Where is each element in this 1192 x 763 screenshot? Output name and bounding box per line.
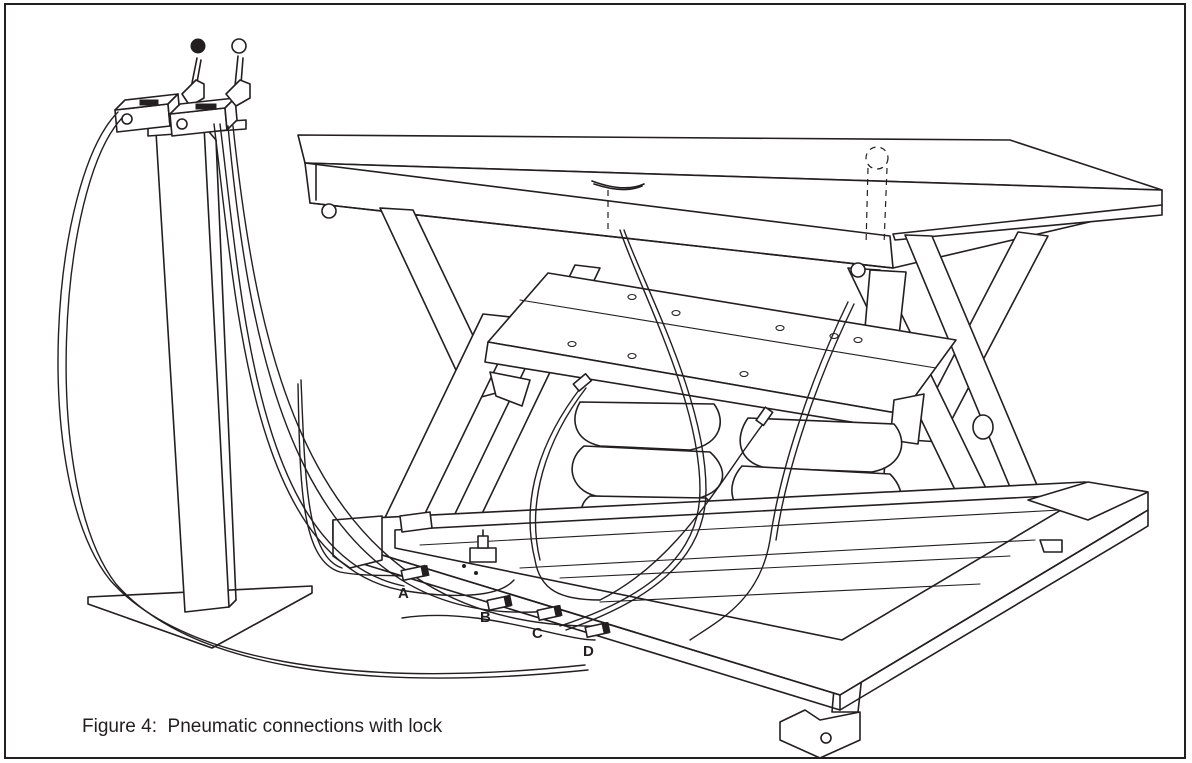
lift-table-platform xyxy=(297,134,1163,269)
connector-c-icon xyxy=(536,604,563,621)
label-c: C xyxy=(532,625,543,642)
pneumatic-hoses xyxy=(57,111,855,679)
valve-right xyxy=(169,38,251,137)
label-b: B xyxy=(480,609,491,626)
lever-knob-right-icon xyxy=(231,38,247,54)
lock-knob-icon xyxy=(865,146,889,170)
lock-valve-icon xyxy=(469,547,497,563)
valve-port-icon xyxy=(121,113,133,125)
figure-frame xyxy=(4,3,1186,759)
connector-d-icon xyxy=(584,621,611,638)
label-a: A xyxy=(398,585,409,602)
pedestal-base-plate xyxy=(87,585,313,649)
figure-caption: Figure 4: Pneumatic connections with loc… xyxy=(82,716,443,737)
lever-knob-left-icon xyxy=(190,38,206,54)
connector-b-icon xyxy=(486,594,513,611)
control-valves xyxy=(114,38,251,137)
connector-a-icon xyxy=(400,564,430,582)
base-foot-front xyxy=(779,709,861,759)
connection-labels: A B C D xyxy=(398,585,594,660)
base-frame xyxy=(332,481,1149,759)
airbag-support-plate xyxy=(484,272,957,445)
control-pedestal xyxy=(87,119,313,649)
label-d: D xyxy=(583,643,594,660)
quick-connectors xyxy=(400,372,774,638)
scissor-pivot-icon xyxy=(972,414,994,440)
valve-port-icon xyxy=(176,118,188,130)
